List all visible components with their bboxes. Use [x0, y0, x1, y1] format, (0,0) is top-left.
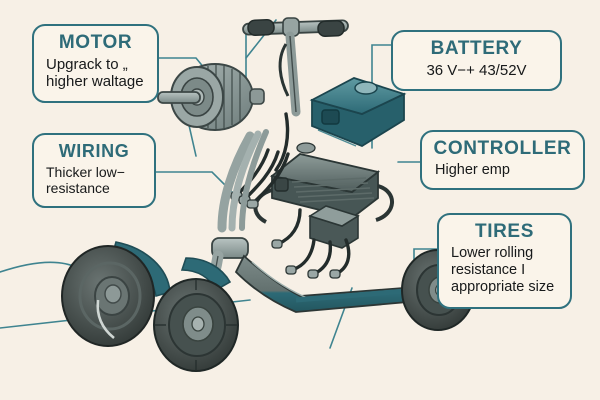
callout-motor[interactable]: MOTOR Upgrack to „ higher waltage: [32, 24, 159, 103]
handlebar: [242, 17, 349, 37]
callout-battery-title: BATTERY: [430, 38, 523, 59]
callout-battery-body: 36 V−+ 43/52V: [426, 61, 527, 79]
brushless-motor: [157, 63, 265, 131]
callout-tires-title: TIRES: [475, 221, 534, 242]
callout-motor-body: Upgrack to „ higher waltage: [46, 55, 144, 91]
callout-controller[interactable]: CONTROLLER Higher emp: [420, 130, 585, 190]
callout-wiring-title: WIRING: [58, 141, 130, 161]
callout-tires-body: Lower rolling resistance I appropriate s…: [451, 244, 555, 295]
callout-controller-body: Higher emp: [435, 161, 510, 178]
callout-wiring-body: Thicker low− resistance: [46, 163, 125, 197]
spare-wheel-with-fender: [61, 241, 171, 347]
battery-pack: [309, 77, 407, 148]
callout-controller-title: CONTROLLER: [433, 138, 572, 159]
callout-tires[interactable]: TIRES Lower rolling resistance I appropr…: [437, 213, 572, 309]
callout-battery[interactable]: BATTERY 36 V−+ 43/52V: [391, 30, 562, 91]
callout-motor-title: MOTOR: [58, 32, 133, 53]
callout-wiring[interactable]: WIRING Thicker low− resistance: [32, 133, 156, 208]
